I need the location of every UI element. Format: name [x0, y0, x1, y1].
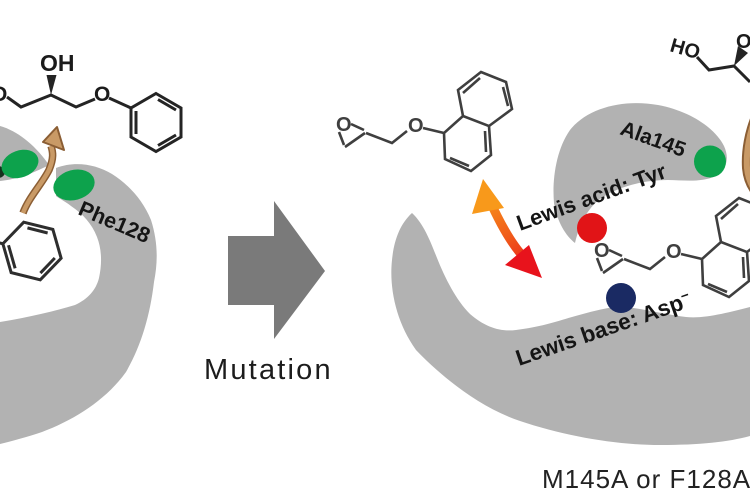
svg-text:O: O — [0, 83, 7, 106]
svg-text:O: O — [94, 83, 110, 106]
svg-text:O: O — [736, 31, 750, 53]
svg-text:M145A or F128A: M145A or F128A — [542, 464, 750, 494]
svg-text:Mutation: Mutation — [204, 354, 333, 386]
svg-text:O: O — [408, 115, 424, 137]
svg-text:HO: HO — [668, 35, 703, 64]
svg-text:OH: OH — [40, 50, 75, 76]
svg-text:O: O — [336, 114, 352, 136]
